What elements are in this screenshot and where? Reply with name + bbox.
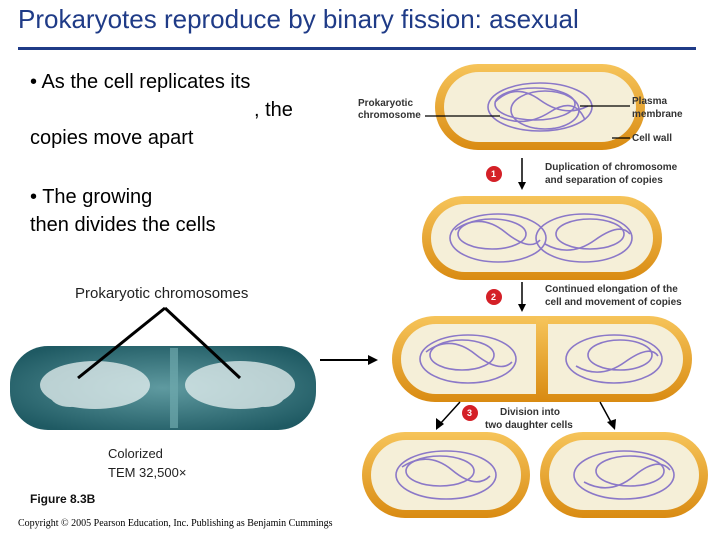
step-3-badge — [462, 405, 478, 421]
step-1-text-2: and separation of copies — [545, 175, 663, 186]
step-2-number: 2 — [491, 292, 496, 302]
micrograph-nucleoids — [40, 361, 295, 409]
micrograph-septum — [170, 348, 178, 428]
figure-label: Figure 8.3B — [30, 492, 96, 506]
bullet-2-line-1: • The growing — [30, 186, 153, 208]
title-underline — [18, 47, 696, 50]
step-1-arrow — [518, 158, 526, 190]
chromosome — [487, 82, 593, 132]
tem-micrograph — [10, 306, 316, 430]
step-3-text-1: Division into — [500, 407, 560, 418]
step-3-text-2: two daughter cells — [485, 420, 573, 431]
cell-stage-3 — [392, 316, 692, 402]
micrograph-caption: Colorized TEM 32,500× — [108, 444, 186, 482]
bullet-1-line-3: copies move apart — [30, 127, 194, 149]
step-2-text-2: cell and movement of copies — [545, 297, 682, 308]
chromosome-copies — [449, 213, 633, 263]
daughter-cell-left — [362, 432, 530, 518]
label-chromosome-1: Prokaryotic — [358, 98, 413, 109]
step-2-text-1: Continued elongation of the — [545, 284, 678, 295]
label-chromosome-2: chromosome — [358, 110, 421, 121]
bullet-2-line-2: then divides the cells — [30, 214, 216, 236]
step-2-arrow — [518, 282, 526, 312]
step-1-number: 1 — [491, 169, 496, 179]
caption-line-2: TEM 32,500× — [108, 465, 187, 480]
cell-stage-1 — [435, 64, 645, 150]
label-membrane-2: membrane — [632, 109, 683, 120]
step-3-arrow-left — [436, 401, 461, 430]
cell-stage-2 — [422, 196, 662, 280]
step-3-arrow-right — [599, 401, 616, 430]
daughter-cell-right — [540, 432, 708, 518]
label-membrane-1: Plasma — [632, 96, 667, 107]
caption-line-1: Colorized — [108, 446, 163, 461]
step-3-number: 3 — [467, 408, 472, 418]
step-2-badge — [486, 289, 502, 305]
step-1-badge — [486, 166, 502, 182]
micrograph-pointer-label: Prokaryotic chromosomes — [75, 285, 249, 302]
binary-fission-diagram: Prokaryotic chromosome Plasma membrane C… — [358, 64, 708, 518]
step-1-text-1: Duplication of chromosome — [545, 162, 678, 173]
bullet-1-line-1: • As the cell replicates its — [30, 71, 251, 93]
bullet-1-line-2: , the — [254, 99, 293, 121]
micrograph-to-diagram-arrow — [320, 355, 378, 365]
slide-title: Prokaryotes reproduce by binary fission:… — [18, 4, 579, 34]
pointer-line-left — [77, 306, 166, 380]
pointer-line-right — [163, 306, 242, 380]
copyright-notice: Copyright © 2005 Pearson Education, Inc.… — [18, 518, 333, 529]
label-cell-wall: Cell wall — [632, 133, 672, 144]
separated-chromosomes — [419, 334, 663, 384]
